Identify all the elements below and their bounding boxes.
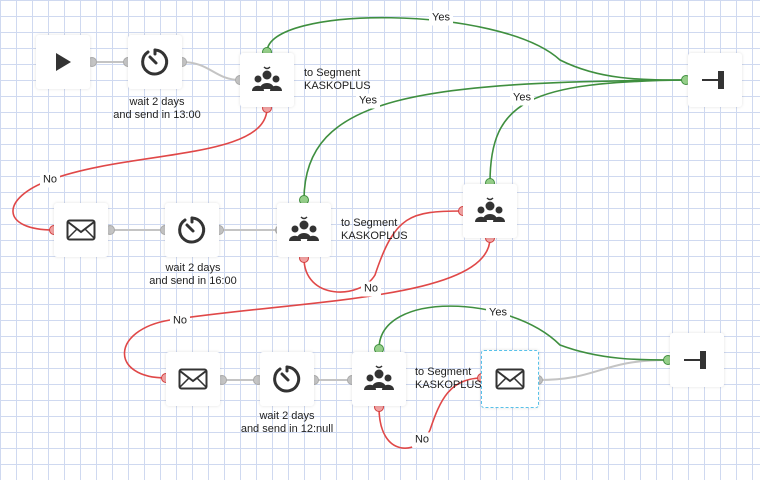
yes-connection[interactable]: [266, 16, 687, 81]
segment-caption: to Segment KASKOPLUS: [415, 366, 482, 392]
delay-node[interactable]: [128, 35, 182, 89]
stopwatch-icon: [178, 216, 206, 244]
flow-line: [537, 359, 669, 381]
segment-condition-node[interactable]: [463, 184, 517, 238]
envelope-icon: [495, 368, 525, 390]
email-node[interactable]: [54, 203, 108, 257]
people-group-icon: [364, 365, 394, 390]
yes-label[interactable]: Yes: [356, 93, 380, 109]
yes-label[interactable]: Yes: [510, 90, 534, 106]
segment-caption: to Segment KASKOPLUS: [304, 67, 371, 93]
end-node[interactable]: [688, 53, 742, 107]
segment-caption-line: to Segment: [341, 217, 398, 229]
segment-caption-line: KASKOPLUS: [304, 80, 371, 92]
segment-condition-node[interactable]: [277, 203, 331, 257]
stop-bar-icon: [684, 351, 706, 369]
delay-caption: wait 2 days and send in 13:00: [113, 96, 200, 122]
no-label[interactable]: No: [411, 432, 433, 448]
delay-caption-line: and send in 13:00: [113, 109, 201, 121]
envelope-icon: [178, 368, 208, 390]
no-connection[interactable]: [303, 210, 464, 293]
stopwatch-icon: [273, 365, 301, 393]
no-label[interactable]: No: [360, 281, 382, 297]
delay-node[interactable]: [165, 203, 219, 257]
segment-caption-line: KASKOPLUS: [415, 379, 482, 391]
stop-bar-icon: [702, 71, 724, 89]
start-node[interactable]: [36, 35, 90, 89]
stopwatch-icon: [141, 48, 169, 76]
delay-caption-line: wait 2 days: [165, 262, 221, 274]
people-group-icon: [289, 216, 319, 241]
segment-caption: to Segment KASKOPLUS: [341, 217, 408, 243]
no-connection[interactable]: [123, 237, 491, 379]
segment-caption-line: to Segment: [304, 67, 361, 79]
no-connection[interactable]: [378, 377, 483, 449]
yes-label[interactable]: Yes: [429, 10, 453, 26]
yes-label[interactable]: Yes: [486, 305, 510, 321]
end-node[interactable]: [670, 333, 724, 387]
people-group-icon: [475, 197, 505, 222]
email-node[interactable]: [166, 352, 220, 406]
delay-node[interactable]: [260, 352, 314, 406]
delay-caption: wait 2 days and send in 12:null: [241, 410, 333, 436]
envelope-icon: [66, 219, 96, 241]
delay-caption-line: and send in 12:null: [240, 423, 334, 435]
no-label[interactable]: No: [39, 172, 61, 188]
delay-caption-line: wait 2 days: [259, 410, 315, 422]
no-connection[interactable]: [12, 107, 268, 231]
delay-caption: wait 2 days and send in 16:00: [149, 262, 236, 288]
flow-line: [181, 61, 241, 81]
segment-caption-line: KASKOPLUS: [341, 230, 408, 242]
email-node-selected[interactable]: [481, 350, 539, 408]
delay-caption-line: wait 2 days: [129, 96, 185, 108]
play-icon: [56, 53, 71, 71]
no-label[interactable]: No: [169, 313, 191, 329]
delay-caption-line: and send in 16:00: [149, 275, 237, 287]
segment-condition-node[interactable]: [240, 53, 294, 107]
segment-condition-node[interactable]: [352, 352, 406, 406]
people-group-icon: [252, 66, 282, 91]
yes-connection[interactable]: [378, 305, 669, 361]
segment-caption-line: to Segment: [415, 366, 472, 378]
yes-connection[interactable]: [303, 79, 687, 201]
